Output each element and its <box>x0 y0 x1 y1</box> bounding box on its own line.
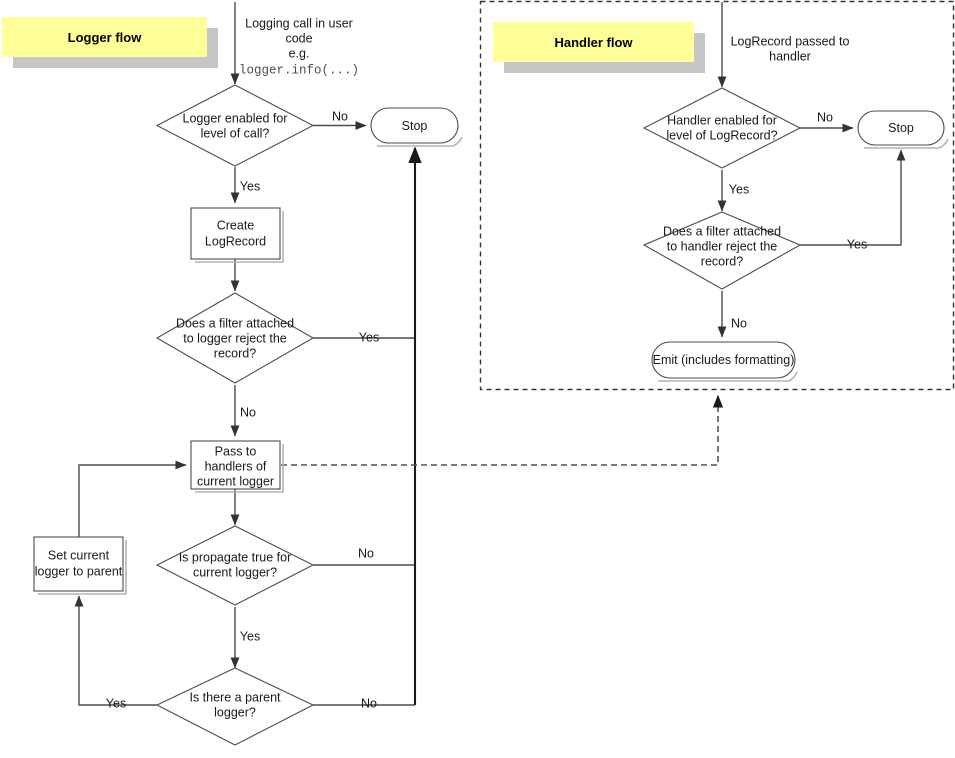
node-handler-filter-line3: record? <box>701 254 743 268</box>
node-is-propagate-line2: current logger? <box>193 565 277 579</box>
edge-label-handler-enabled-yes: Yes <box>729 182 749 196</box>
node-is-propagate: Is propagate true for current logger? <box>155 525 315 606</box>
node-pass-to-handlers-line2: handlers of <box>205 459 267 473</box>
node-emit-label: Emit (includes formatting) <box>653 353 795 367</box>
edge-label-has-parent-no: No <box>361 696 377 710</box>
logger-flow-banner-label: Logger flow <box>67 29 142 45</box>
edge-label-logger-enabled-yes: Yes <box>240 179 260 193</box>
edge-pass-to-handler-flow <box>281 394 724 466</box>
logger-entry-note-code: logger.info(...) <box>239 63 359 77</box>
node-handler-enabled: Handler enabled for level of LogRecord? <box>642 87 802 169</box>
edge-label-logger-enabled-no: No <box>332 109 348 123</box>
logger-entry-note-line1: Logging call in user <box>245 16 353 30</box>
handler-entry-note: LogRecord passed to handler <box>731 34 850 63</box>
handler-flow-banner: Handler flow <box>493 22 694 62</box>
node-handler-filter-line2: to handler reject the <box>667 239 778 253</box>
node-has-parent-line1: Is there a parent <box>189 690 281 704</box>
node-logger-enabled: Logger enabled for level of call? <box>155 84 315 167</box>
logger-entry-note: Logging call in user code e.g. logger.in… <box>239 16 359 77</box>
node-is-propagate-line1: Is propagate true for <box>179 550 292 564</box>
node-set-parent-line1: Set current <box>48 548 110 562</box>
node-logger-filter-line1: Does a filter attached <box>176 316 294 330</box>
node-handler-filter: Does a filter attached to handler reject… <box>642 211 802 290</box>
handler-entry-note-line1: LogRecord passed to <box>731 34 850 48</box>
handler-flow-banner-label: Handler flow <box>554 34 633 50</box>
node-logger-filter: Does a filter attached to logger reject … <box>155 292 315 384</box>
edge-label-handler-enabled-no: No <box>817 110 833 124</box>
node-handler-stop-label: Stop <box>888 121 914 135</box>
node-handler-enabled-line1: Handler enabled for <box>667 113 777 127</box>
edge-label-logger-filter-yes: Yes <box>359 330 379 344</box>
handler-flow-group-border <box>479 0 955 391</box>
edge-label-handler-filter-yes: Yes <box>847 237 867 251</box>
logger-entry-note-line3: e.g. <box>289 46 310 60</box>
node-logger-enabled-line2: level of call? <box>201 126 270 140</box>
node-set-parent-line2: logger to parent <box>35 564 123 578</box>
node-handler-enabled-line2: level of LogRecord? <box>666 128 777 142</box>
node-has-parent-line2: logger? <box>214 705 256 719</box>
node-logger-stop-label: Stop <box>402 119 428 133</box>
node-pass-to-handlers: Pass to handlers of current logger <box>190 440 284 493</box>
node-logger-filter-line3: record? <box>214 346 256 360</box>
node-set-parent: Set current logger to parent <box>33 536 127 595</box>
edge-label-logger-filter-no: No <box>240 405 256 419</box>
edge-has-parent-yes <box>74 595 157 706</box>
node-create-logrecord: Create LogRecord <box>190 207 284 263</box>
node-logger-filter-line2: to logger reject the <box>183 331 287 345</box>
edge-handler-filter-yes <box>800 149 906 246</box>
logger-entry-note-line2: code <box>285 31 312 45</box>
node-handler-stop: Stop <box>857 110 949 149</box>
handler-entry-note-line2: handler <box>769 49 811 63</box>
logger-flow-banner: Logger flow <box>2 17 207 57</box>
node-logger-stop: Stop <box>370 107 463 147</box>
edge-label-propagate-no: No <box>358 546 374 560</box>
node-create-logrecord-line2: LogRecord <box>205 234 266 248</box>
node-logger-enabled-line1: Logger enabled for <box>183 111 288 125</box>
node-emit: Emit (includes formatting) <box>651 341 798 382</box>
node-has-parent: Is there a parent logger? <box>155 667 315 746</box>
edge-label-has-parent-yes: Yes <box>106 696 126 710</box>
node-handler-filter-line1: Does a filter attached <box>663 224 781 238</box>
edge-label-propagate-yes: Yes <box>240 629 260 643</box>
node-create-logrecord-line1: Create <box>217 218 255 232</box>
edge-set-parent-to-pass <box>78 460 187 537</box>
node-pass-to-handlers-line3: current logger <box>197 474 274 488</box>
node-pass-to-handlers-line1: Pass to <box>215 444 257 458</box>
edge-label-handler-filter-no: No <box>731 316 747 330</box>
